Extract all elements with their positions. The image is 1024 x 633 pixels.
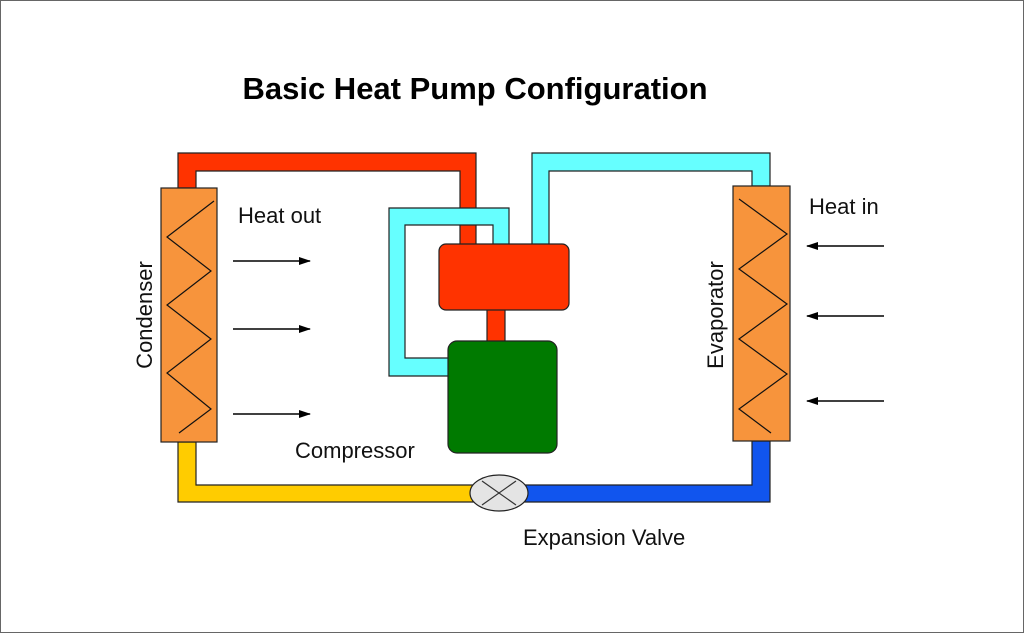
valve-cross-2 [481, 480, 517, 506]
evaporator-label: Evaporator [703, 261, 728, 369]
cold-liquid-line [524, 440, 771, 503]
heat-out-label: Heat out [238, 203, 321, 228]
evaporator-zigzag [737, 198, 789, 434]
condenser-label: Condenser [132, 261, 157, 369]
evaporator-coil [732, 185, 791, 442]
compressor-motor [447, 340, 558, 454]
condenser-coil [160, 187, 218, 443]
compressor-head [438, 243, 570, 311]
heat-in-label: Heat in [809, 194, 879, 219]
condenser-zigzag [166, 200, 215, 434]
diagram-title: Basic Heat Pump Configuration [242, 71, 707, 106]
compressor-label: Compressor [295, 438, 415, 463]
compressor-shaft [486, 306, 506, 346]
hot-gas-line [177, 152, 477, 246]
expansion-valve-label: Expansion Valve [523, 525, 685, 550]
